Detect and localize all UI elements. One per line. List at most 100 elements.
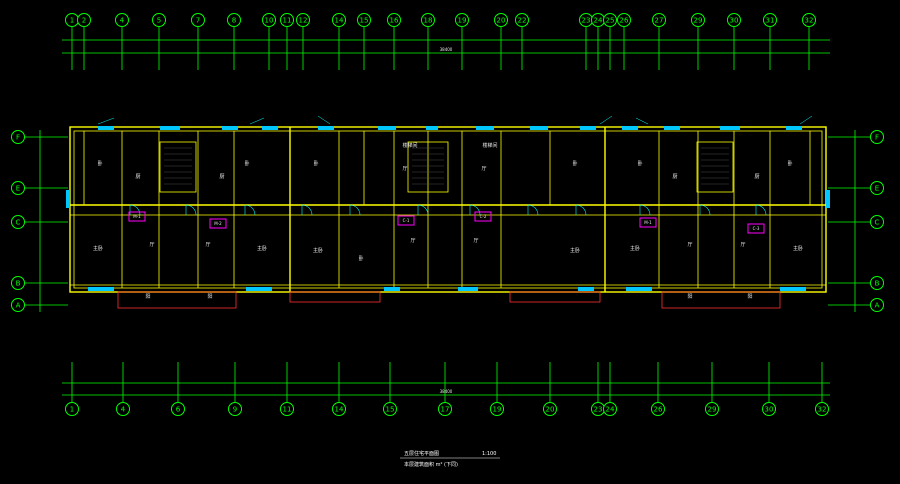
axis-bubble-right: [870, 130, 884, 144]
room-label: 厨: [672, 174, 677, 180]
room-label: 阳: [747, 293, 752, 300]
balcony-outline: [289, 291, 381, 303]
door-swing: [417, 204, 429, 216]
axis-label-top: 7: [196, 17, 200, 25]
tag-box: [474, 211, 492, 222]
door-swing: [129, 204, 141, 216]
axis-label-bottom: 15: [386, 406, 395, 414]
tag-label: C-3: [753, 226, 760, 231]
door-swings: [129, 204, 767, 216]
door-swing: [349, 204, 361, 216]
axis-label-top: 1: [70, 17, 74, 25]
axis-label-bottom: 14: [335, 406, 344, 414]
axis-bubble-bottom: [332, 402, 346, 416]
axis-bubble-top: [515, 13, 529, 27]
window: [578, 287, 594, 291]
axis-bubble-bottom: [603, 402, 617, 416]
balcony-outline: [509, 291, 601, 303]
axis-label-top: 19: [458, 17, 467, 25]
axis-bubble-bottom: [228, 402, 242, 416]
axis-bubble-bottom: [543, 402, 557, 416]
leader-line: [317, 115, 331, 125]
room-label: 楼梯间: [402, 142, 417, 149]
axis-bubble-bottom: [116, 402, 130, 416]
axis-bubble-top: [77, 13, 91, 27]
axis-label-bottom: 17: [441, 406, 450, 414]
window: [476, 126, 494, 130]
door-swing: [575, 204, 587, 216]
room-label: 主卧: [257, 245, 267, 252]
window: [458, 287, 478, 291]
axis-label-top: 16: [390, 17, 399, 25]
window: [780, 287, 806, 291]
axis-bubble-top: [652, 13, 666, 27]
stair-box: [407, 141, 449, 193]
window: [626, 287, 652, 291]
axis-label-left: F: [16, 134, 20, 142]
axis-label-top: 29: [694, 17, 703, 25]
axis-label-bottom: 29: [708, 406, 717, 414]
axis-bubble-top: [802, 13, 816, 27]
window: [720, 126, 740, 130]
door-swing: [185, 204, 197, 216]
axis-bubble-right: [870, 215, 884, 229]
window: [66, 190, 70, 208]
axis-bubble-bottom: [762, 402, 776, 416]
window: [318, 126, 334, 130]
axis-label-bottom: 9: [233, 406, 237, 414]
room-label: 主卧: [570, 247, 580, 254]
room-label: 楼梯间: [482, 142, 497, 149]
outer-wall-inner: [73, 130, 823, 289]
axis-label-top: 25: [606, 17, 615, 25]
room-label: 主卧: [313, 247, 323, 254]
room-label: 阳: [207, 293, 212, 300]
tag-label: M-2: [214, 221, 222, 226]
axis-label-top: 8: [232, 17, 236, 25]
axis-label-top: 23: [582, 17, 591, 25]
tag-box: [639, 217, 657, 228]
axis-bubble-left: [11, 181, 25, 195]
axis-bubble-bottom: [438, 402, 452, 416]
axis-bubble-top: [617, 13, 631, 27]
tag-box: [209, 218, 227, 229]
axis-bubble-top: [262, 13, 276, 27]
room-label: 厅: [205, 242, 210, 248]
axis-label-top: 2: [82, 17, 86, 25]
axis-label-top: 31: [766, 17, 775, 25]
room-label: 卧: [244, 160, 249, 167]
tag-box: [397, 215, 415, 226]
axis-bubble-top: [727, 13, 741, 27]
room-label: 卧: [358, 255, 363, 262]
axis-label-top: 10: [265, 17, 274, 25]
room-label: 厨: [219, 174, 224, 180]
door-swing: [244, 204, 256, 216]
axis-bubble-top: [115, 13, 129, 27]
tag-label: M-1: [133, 214, 141, 219]
room-label: 厅: [410, 238, 415, 244]
axis-label-top: 11: [283, 17, 292, 25]
tag-label: C-1: [403, 218, 410, 223]
axis-bubble-bottom: [490, 402, 504, 416]
door-swing: [469, 204, 481, 216]
axis-label-right: F: [875, 134, 879, 142]
room-label: 卧: [313, 160, 318, 167]
room-label: 厨: [754, 174, 759, 180]
axis-label-left: B: [16, 280, 21, 288]
axis-bubble-top: [296, 13, 310, 27]
axis-label-bottom: 1: [70, 406, 74, 414]
axis-label-bottom: 20: [546, 406, 555, 414]
axis-label-top: 32: [805, 17, 814, 25]
axis-label-top: 30: [730, 17, 739, 25]
floor-plan: 卧卧厨厨卧厅厅卧卧卧厨厨主卧厅厅主卧主卧卧厅厅主卧主卧厅厅主卧阳阳阳阳楼梯间楼梯…: [66, 115, 830, 309]
leader-line: [97, 117, 115, 125]
room-label: 厅: [740, 242, 745, 248]
tag-box: [747, 223, 765, 234]
axis-bubble-top: [455, 13, 469, 27]
axis-bubble-right: [870, 181, 884, 195]
window: [160, 126, 180, 130]
tag-label: M-1: [644, 220, 652, 225]
door-swing: [699, 204, 711, 216]
